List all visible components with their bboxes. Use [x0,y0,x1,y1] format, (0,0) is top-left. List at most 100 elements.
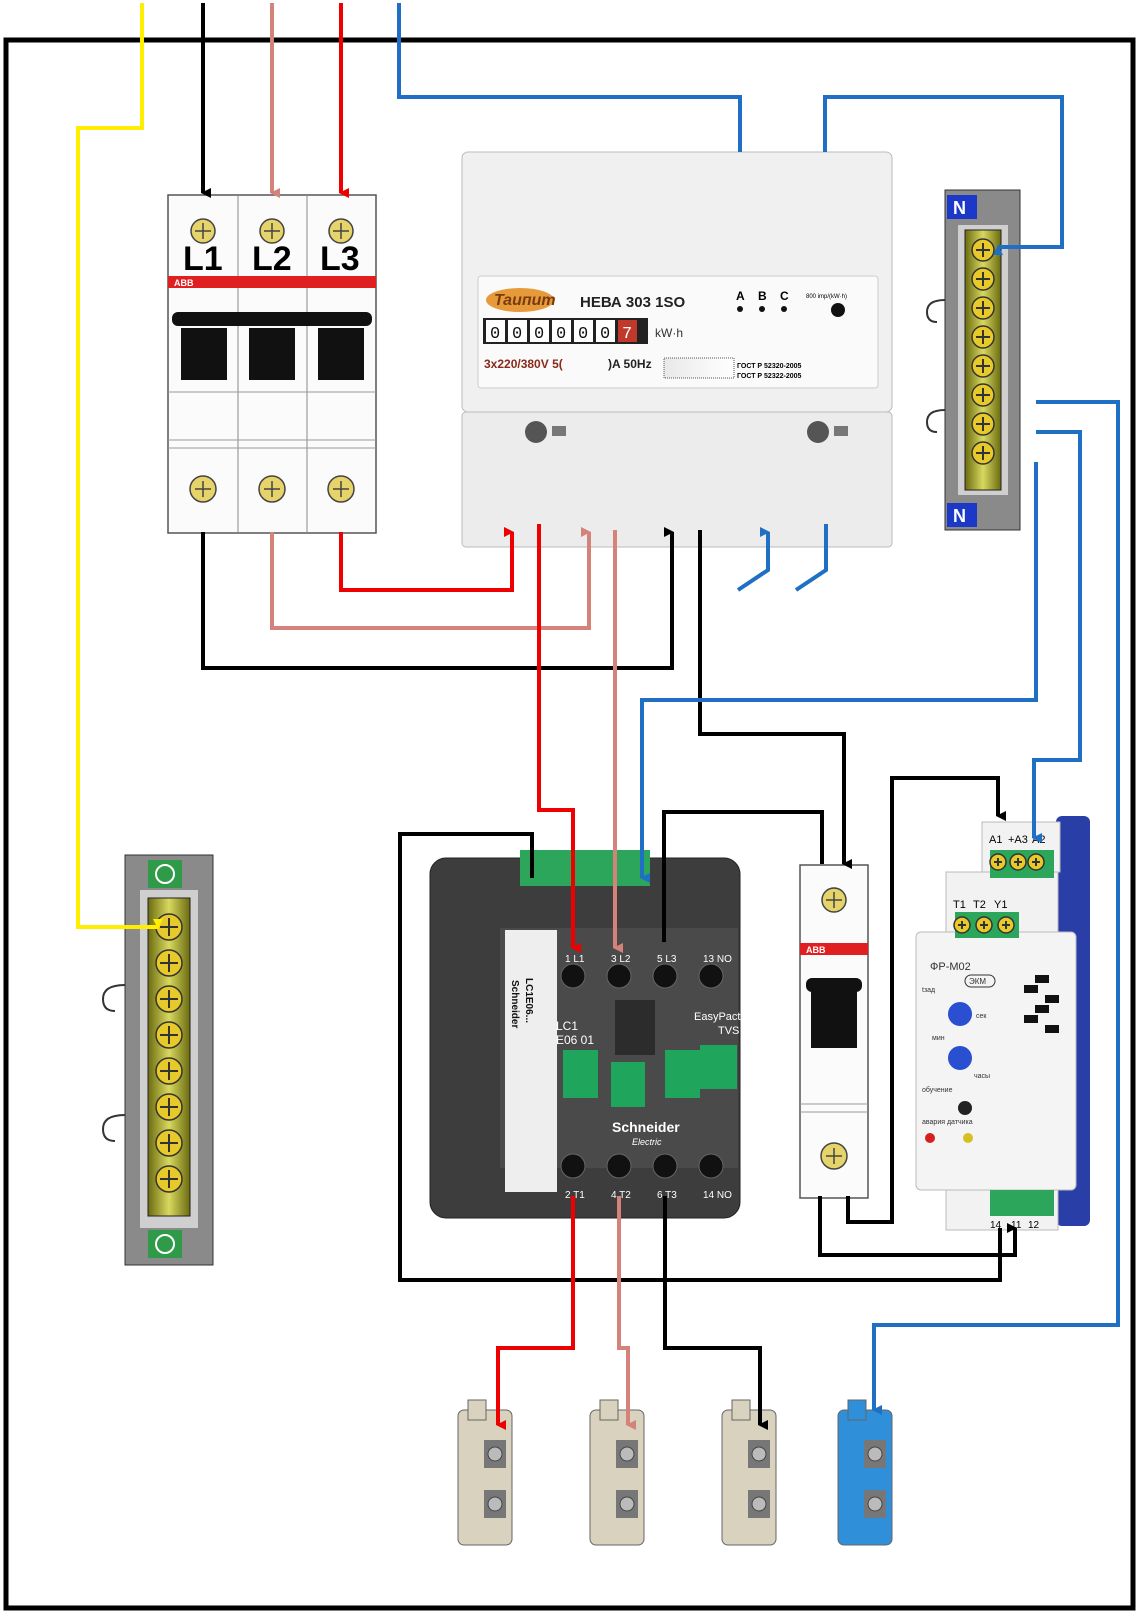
neutral-bus-bar[interactable]: N N [925,189,1021,531]
meter-digit-cell [596,320,615,342]
wire-coil-loop [398,832,1002,1282]
relay-mid-screw[interactable] [975,916,993,934]
wire-red-breaker-to-meter [339,527,514,592]
pe-bus-screw[interactable] [155,1021,183,1049]
meter-digit: 0 [534,325,544,344]
contactor-brand-sub: Electric [632,1137,662,1147]
din-clip-icon [925,299,946,323]
contactor-top-terminal[interactable] [560,963,586,989]
relay-model: ФР-М02 [930,961,971,973]
single-breaker-brand: ABB [806,945,826,955]
wire-black-meter-to-breaker [698,530,852,869]
din-clip-icon [925,409,946,433]
neutral-top-label: N [953,198,966,218]
contactor-top-terminal[interactable] [652,963,678,989]
contactor-bottom-terminal[interactable] [652,1153,678,1179]
neutral-bus-screw[interactable] [971,441,995,465]
pe-bus-bar[interactable] [101,854,214,1266]
relay-top-screw[interactable] [1027,853,1045,871]
output-terminal-l3[interactable] [721,1399,777,1546]
single-pole-breaker[interactable]: ABB [799,864,869,1199]
relay-train-button[interactable] [958,1101,972,1115]
neutral-bus-screw[interactable] [971,383,995,407]
pe-bus-screw[interactable] [155,1165,183,1193]
contactor-bottom-terminal-label: 2 T1 [565,1190,585,1201]
meter-digit: 0 [600,325,610,344]
relay-top-a1: A1 [989,834,1002,846]
output-terminal-l2[interactable] [589,1399,645,1546]
wire-pe [76,3,163,929]
meter-digit-cell [508,320,527,342]
meter-digit-cell [618,320,637,342]
pe-bus-screw[interactable] [155,1093,183,1121]
output-terminal-l1[interactable] [457,1399,513,1546]
pe-bus-screw[interactable] [155,1129,183,1157]
contactor-side-model: LC1E06... [523,978,534,1023]
meter-rating: 3x220/380V 5( [484,357,563,371]
pe-bus-screw[interactable] [155,949,183,977]
ground-symbol-top-icon [155,864,175,884]
meter-brand: Taипит [494,292,556,309]
wire-black-breaker-to-relay-14 [818,1196,1017,1257]
relay-bottom-14: 14 [990,1220,1002,1231]
meter-logo-icon [486,288,554,312]
wire-neutral-to-relay-a2 [1032,430,1082,843]
meter-imp: 800 imp/(kW·h) [806,294,847,300]
contactor-bottom-terminal-label: 6 T3 [657,1190,677,1201]
contactor-top-terminal[interactable] [606,963,632,989]
output-terminal-neutral[interactable] [837,1399,893,1546]
meter-barcode [663,357,735,379]
contactor-bottom-terminal[interactable] [698,1153,724,1179]
pe-bus-screw[interactable] [155,985,183,1013]
relay-mid-y1: Y1 [994,899,1007,911]
meter-digit: 0 [490,325,500,344]
relay-time-knob[interactable] [948,1002,972,1026]
wire-neutral-to-bus [823,95,1064,255]
pe-bus-screw[interactable] [155,1057,183,1085]
meter-digit-cell [486,320,505,342]
relay-top-screw[interactable] [1009,853,1027,871]
contactor-bottom-terminal[interactable] [606,1153,632,1179]
pole-label-l1: L1 [183,240,223,278]
pole-label-l3: L3 [320,240,360,278]
relay-sec-label: сек [976,1013,987,1020]
wire-meter-neutral-in [736,527,770,592]
meter-model: НЕВА 303 1SO [580,294,685,311]
neutral-bus-screw[interactable] [971,325,995,349]
wire-red-meter-to-contactor [537,524,581,953]
contactor-model-2: E06 01 [556,1033,594,1047]
meter-unit: kW·h [655,326,683,340]
ground-symbol-bottom-icon [155,1234,175,1254]
neutral-bus-screw[interactable] [971,354,995,378]
contactor-series-2: TVS [718,1025,739,1037]
meter-seal-screw-left [525,421,566,443]
enclosure-border [3,37,1136,1611]
three-pole-breaker[interactable]: ABB L1 L2 L3 [167,194,377,534]
neutral-bus-screw[interactable] [971,412,995,436]
neutral-bus-screw[interactable] [971,238,995,262]
pe-bus-screw[interactable] [155,913,183,941]
contactor-bottom-terminal[interactable] [560,1153,586,1179]
relay-mid-t1: T1 [953,899,966,911]
relay-mid-screw[interactable] [997,916,1015,934]
relay-mid-screw[interactable] [953,916,971,934]
neutral-bus-screw[interactable] [971,296,995,320]
neutral-bus-screw[interactable] [971,267,995,291]
relay-train-label: обучение [922,1086,953,1094]
phase-relay[interactable]: A1 +A3 A2 T1 T2 Y1 ФР-М02 ЭКМ tзад мин с… [915,816,1090,1231]
meter-phase-a: A [736,289,745,303]
wire-black-breaker-to-relay-a1 [846,776,1006,1224]
meter-gost-2: ГОСТ Р 52322-2005 [737,373,802,380]
relay-status-led-icon [963,1133,973,1143]
contactor-brand: Schneider [612,1119,680,1135]
relay-hours-knob[interactable] [948,1046,972,1070]
contactor-top-terminal[interactable] [698,963,724,989]
relay-top-screw[interactable] [989,853,1007,871]
contactor-bottom-terminal-label: 4 T2 [611,1190,631,1201]
contactor-side-brand: Schneider [509,980,520,1028]
relay-bottom-12: 12 [1028,1220,1040,1231]
